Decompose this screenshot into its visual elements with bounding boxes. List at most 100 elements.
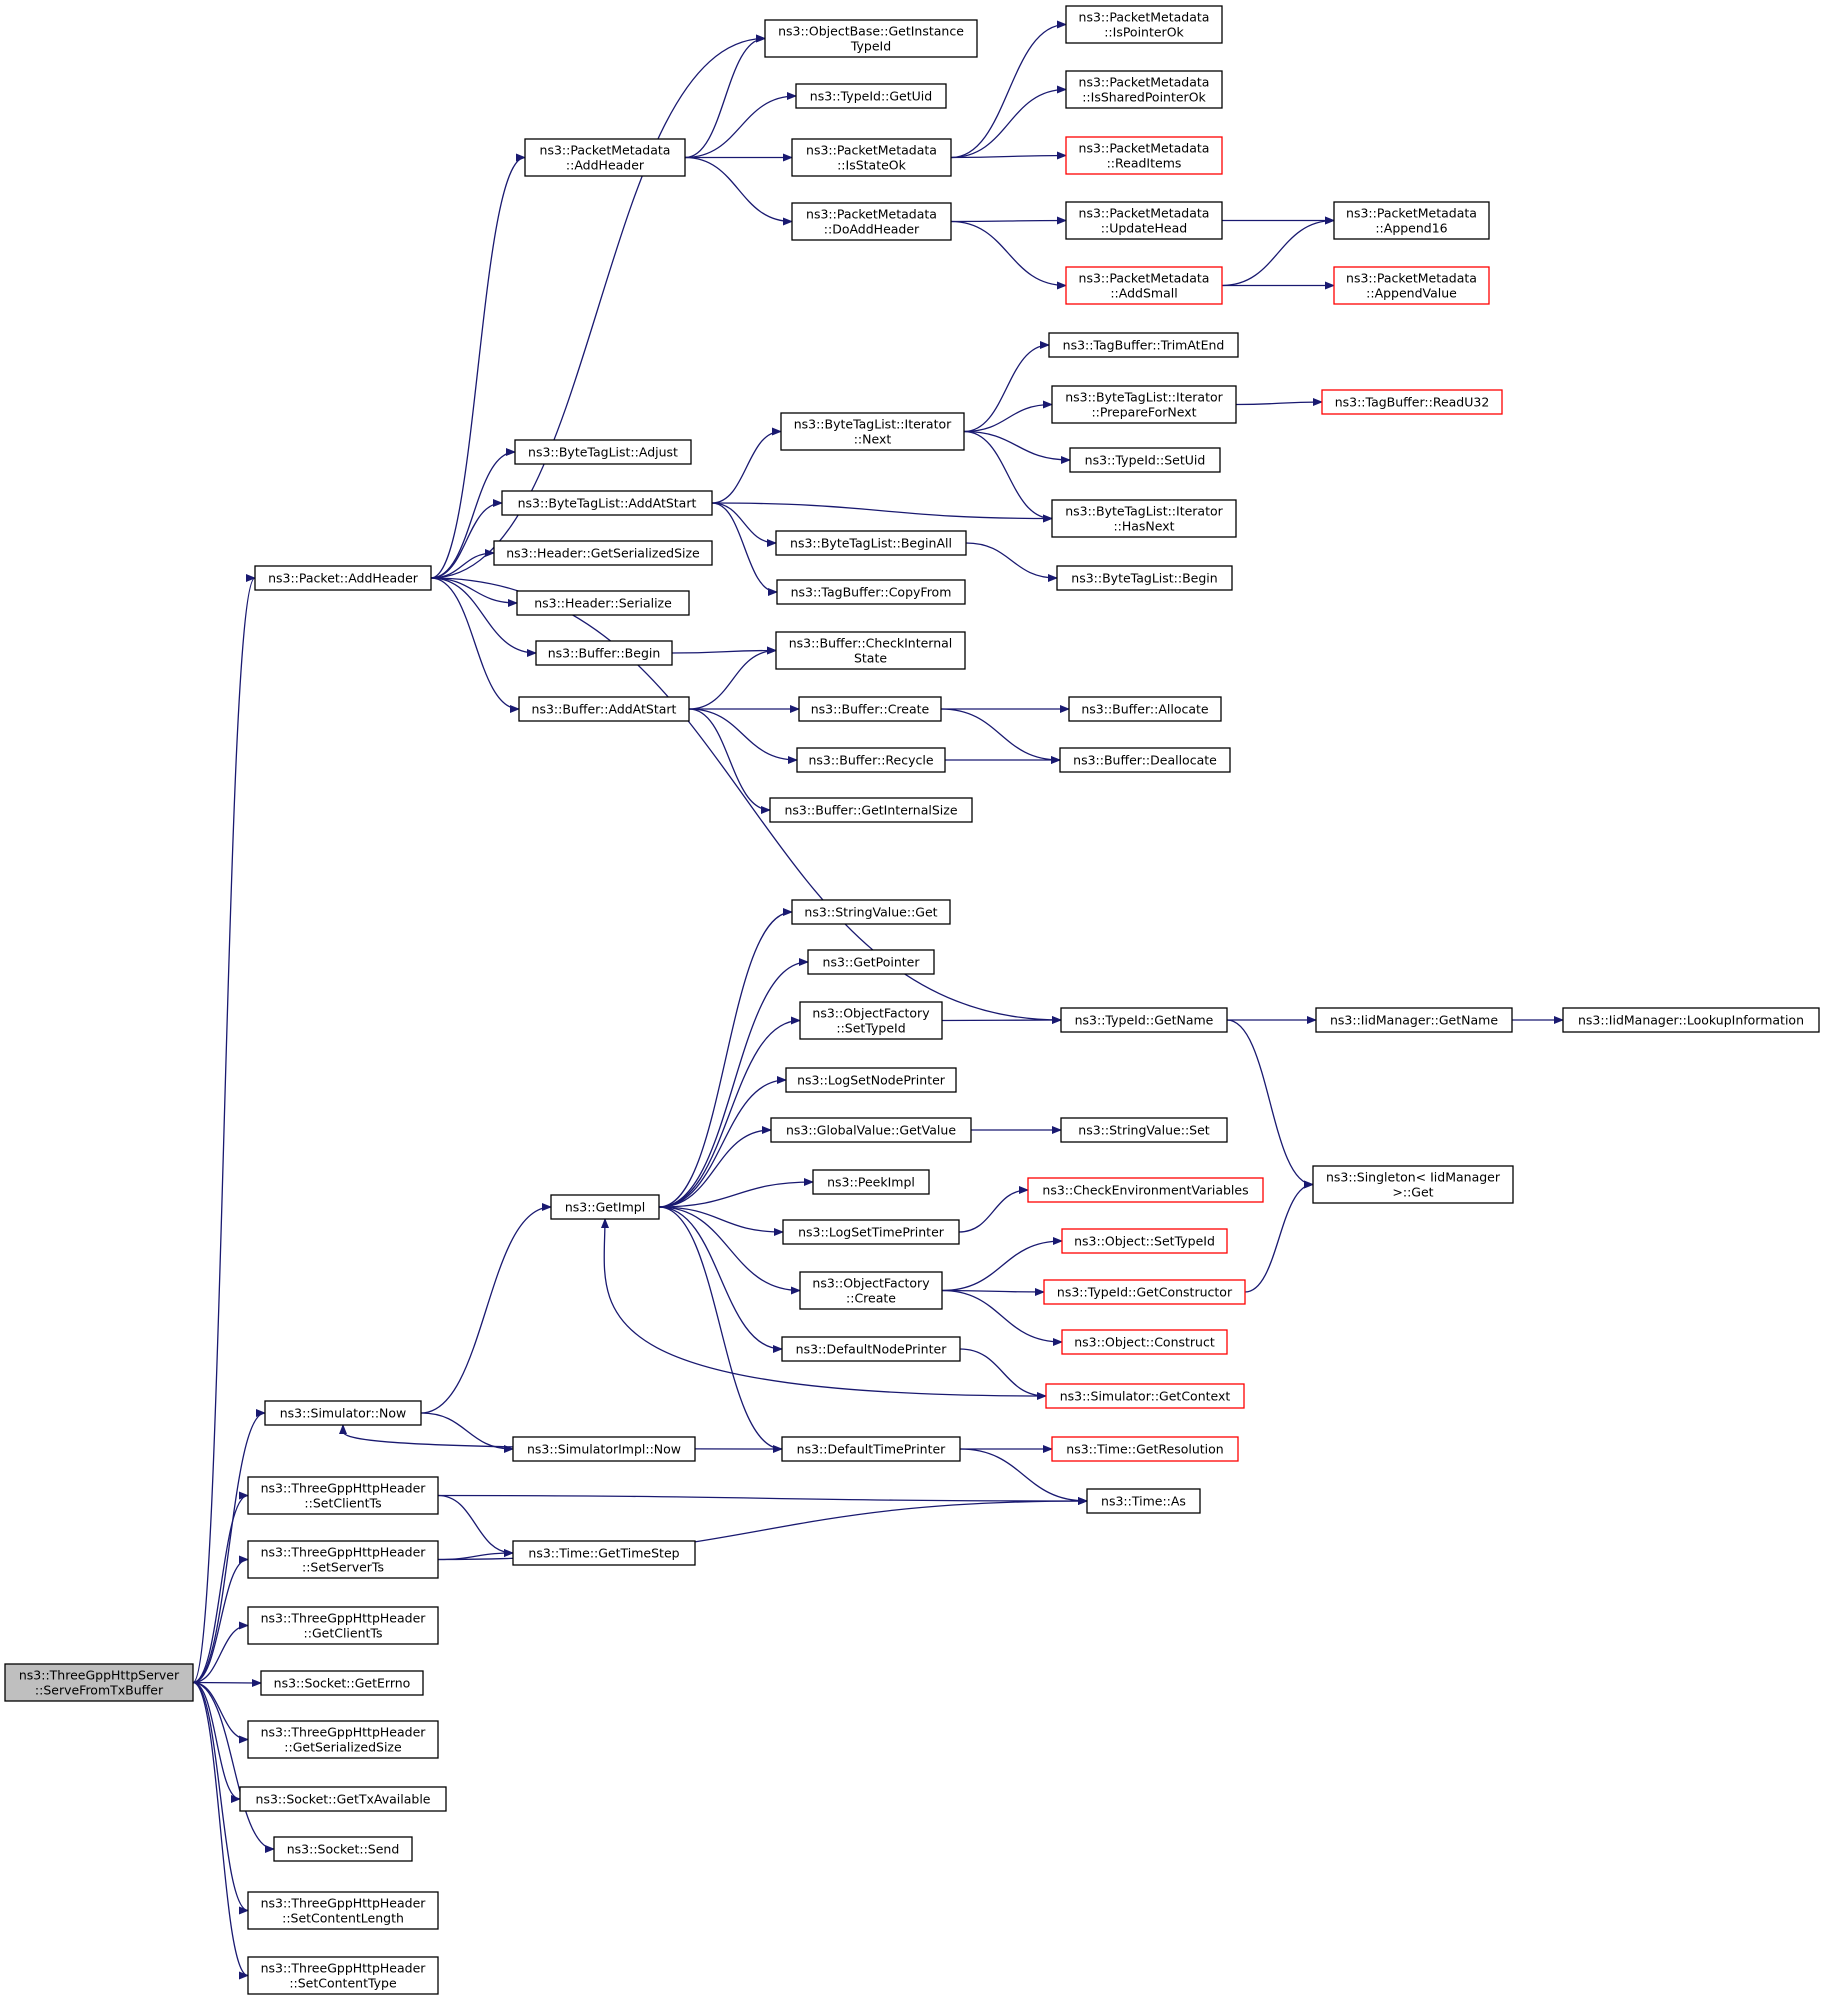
node-h-setcontenttype[interactable]: ns3::ThreeGppHttpHeader::SetContentType (247, 1956, 439, 1995)
node-tb-readu32[interactable]: ns3::TagBuffer::ReadU32 (1321, 389, 1503, 415)
node-logsetnodeprinter[interactable]: ns3::LogSetNodePrinter (785, 1067, 957, 1093)
node-h-setserverts[interactable]: ns3::ThreeGppHttpHeader::SetServerTs (247, 1540, 439, 1579)
node-of-create[interactable]: ns3::ObjectFactory::Create (799, 1271, 943, 1310)
edge-getimpl-to-sv_get (658, 908, 793, 1208)
node-iid-getname[interactable]: ns3::IidManager::GetName (1315, 1007, 1513, 1033)
node-box (514, 439, 692, 465)
node-tb-trimatend[interactable]: ns3::TagBuffer::TrimAtEnd (1048, 332, 1239, 358)
node-deftimeprinter[interactable]: ns3::DefaultTimePrinter (781, 1436, 961, 1462)
node-typeid-getname[interactable]: ns3::TypeId::GetName (1060, 1007, 1228, 1033)
node-btl-it-hasnext[interactable]: ns3::ByteTagList::Iterator::HasNext (1051, 499, 1237, 538)
node-label-line: ns3::Packet::AddHeader (268, 571, 419, 586)
node-btl-begin[interactable]: ns3::ByteTagList::Begin (1056, 565, 1233, 591)
node-box (1065, 5, 1223, 44)
node-typeid-getctor[interactable]: ns3::TypeId::GetConstructor (1043, 1279, 1246, 1305)
edge-getimpl-to-of_create (658, 1206, 801, 1295)
node-label-line: ns3::LogSetTimePrinter (798, 1225, 945, 1240)
node-time-as[interactable]: ns3::Time::As (1086, 1488, 1201, 1514)
node-sv-get[interactable]: ns3::StringValue::Get (791, 899, 951, 925)
edge-btl_addatstart-to-btl_beginall (711, 502, 777, 547)
node-iid-lookup[interactable]: ns3::IidManager::LookupInformation (1562, 1007, 1820, 1033)
node-getimpl[interactable]: ns3::GetImpl (550, 1194, 660, 1220)
node-sock-send[interactable]: ns3::Socket::Send (273, 1836, 413, 1862)
edge-buf_addatstart-to-buf_checkinternal (688, 646, 777, 710)
node-obj-construct[interactable]: ns3::Object::Construct (1061, 1329, 1228, 1355)
edge-sim_getcontext-to-getimpl (600, 1218, 1047, 1397)
node-pm-updatehead[interactable]: ns3::PacketMetadata::UpdateHead (1065, 201, 1223, 240)
node-label-line: ::IsSharedPointerOk (1082, 90, 1206, 105)
node-buf-allocate[interactable]: ns3::Buffer::Allocate (1068, 696, 1222, 722)
edge-deftimeprinter-to-time_as (959, 1448, 1088, 1505)
node-obj-settypeid[interactable]: ns3::Object::SetTypeId (1061, 1228, 1228, 1254)
node-sim-now[interactable]: ns3::Simulator::Now (264, 1400, 422, 1426)
node-label-line: ns3::Buffer::Allocate (1081, 702, 1209, 717)
node-buf-getinternalsize[interactable]: ns3::Buffer::GetInternalSize (769, 797, 973, 823)
node-pm-ispointerok[interactable]: ns3::PacketMetadata::IsPointerOk (1065, 5, 1223, 44)
node-buf-recycle[interactable]: ns3::Buffer::Recycle (796, 747, 946, 773)
node-sock-gettxavail[interactable]: ns3::Socket::GetTxAvailable (239, 1786, 447, 1812)
node-hdr-getsersize[interactable]: ns3::Header::GetSerializedSize (493, 540, 713, 566)
node-box (1060, 1117, 1228, 1143)
node-root[interactable]: ns3::ThreeGppHttpServer::ServeFromTxBuff… (4, 1663, 194, 1702)
node-buf-begin[interactable]: ns3::Buffer::Begin (535, 640, 673, 666)
node-simimpl-now[interactable]: ns3::SimulatorImpl::Now (512, 1436, 696, 1462)
node-hdr-serialize[interactable]: ns3::Header::Serialize (516, 590, 690, 616)
node-checkenv[interactable]: ns3::CheckEnvironmentVariables (1027, 1177, 1264, 1203)
node-h-setcontentlen[interactable]: ns3::ThreeGppHttpHeader::SetContentLengt… (247, 1891, 439, 1930)
node-btl-beginall[interactable]: ns3::ByteTagList::BeginAll (775, 530, 967, 556)
node-sim-getcontext[interactable]: ns3::Simulator::GetContext (1045, 1383, 1245, 1409)
node-logsettimeprinter[interactable]: ns3::LogSetTimePrinter (782, 1219, 960, 1245)
node-h-setclientts[interactable]: ns3::ThreeGppHttpHeader::SetClientTs (247, 1476, 439, 1515)
node-box (247, 1720, 439, 1759)
edge-pkt_addheader-to-buf_begin (430, 577, 537, 657)
node-label-line: ::IsPointerOk (1104, 25, 1184, 40)
node-pm-addheader[interactable]: ns3::PacketMetadata::AddHeader (524, 138, 686, 177)
node-label-line: ::SetClientTs (304, 1496, 381, 1511)
edge-btl_it_next-to-btl_it_hasnext (963, 430, 1053, 523)
node-label-line: ns3::GetPointer (823, 955, 921, 970)
node-pm-doaddheader[interactable]: ns3::PacketMetadata::DoAddHeader (791, 202, 952, 241)
node-box (512, 1436, 696, 1462)
node-pm-issharedptrok[interactable]: ns3::PacketMetadata::IsSharedPointerOk (1065, 70, 1223, 109)
node-pkt-addheader[interactable]: ns3::Packet::AddHeader (254, 565, 432, 591)
node-h-getsersize[interactable]: ns3::ThreeGppHttpHeader::GetSerializedSi… (247, 1720, 439, 1759)
node-buf-create[interactable]: ns3::Buffer::Create (798, 696, 942, 722)
node-pm-readitems[interactable]: ns3::PacketMetadata::ReadItems (1065, 136, 1223, 175)
node-label-line: ns3::Buffer::Create (811, 702, 930, 717)
node-gv-getvalue[interactable]: ns3::GlobalValue::GetValue (770, 1117, 972, 1143)
node-box (1333, 266, 1490, 305)
edge-root-to-sim_now (192, 1409, 266, 1684)
node-label-line: ns3::Simulator::GetContext (1060, 1389, 1231, 1404)
node-btl-it-next[interactable]: ns3::ByteTagList::Iterator::Next (780, 412, 965, 451)
node-pm-isstateok[interactable]: ns3::PacketMetadata::IsStateOk (791, 138, 952, 177)
node-btl-addatstart[interactable]: ns3::ByteTagList::AddAtStart (501, 490, 713, 516)
node-btl-adjust[interactable]: ns3::ByteTagList::Adjust (514, 439, 692, 465)
edge-buf_addatstart-to-buf_getinternalsize (688, 708, 771, 814)
node-singleton-get[interactable]: ns3::Singleton< IidManager >::Get (1312, 1165, 1514, 1204)
node-peekimpl[interactable]: ns3::PeekImpl (812, 1169, 930, 1195)
node-label-line: ns3::PacketMetadata (1079, 206, 1210, 221)
node-pm-append16[interactable]: ns3::PacketMetadata::Append16 (1333, 201, 1490, 240)
node-sock-geterrno[interactable]: ns3::Socket::GetErrno (260, 1670, 424, 1696)
node-time-getres[interactable]: ns3::Time::GetResolution (1051, 1436, 1239, 1462)
node-defnodeprinter[interactable]: ns3::DefaultNodePrinter (781, 1336, 961, 1362)
node-pm-addsmall[interactable]: ns3::PacketMetadata::AddSmall (1065, 266, 1223, 305)
node-time-gettimestep[interactable]: ns3::Time::GetTimeStep (512, 1540, 696, 1566)
node-label-line: ns3::Object::Construct (1074, 1335, 1215, 1350)
node-of-settypeid[interactable]: ns3::ObjectFactory::SetTypeId (799, 1001, 943, 1040)
node-box (516, 590, 690, 616)
node-h-getclientts[interactable]: ns3::ThreeGppHttpHeader::GetClientTs (247, 1606, 439, 1645)
node-tb-copyfrom[interactable]: ns3::TagBuffer::CopyFrom (776, 579, 966, 605)
node-typeid-getuid[interactable]: ns3::TypeId::GetUid (795, 83, 947, 109)
node-box (518, 696, 690, 722)
node-sv-set[interactable]: ns3::StringValue::Set (1060, 1117, 1228, 1143)
node-buf-addatstart[interactable]: ns3::Buffer::AddAtStart (518, 696, 690, 722)
node-typeid-setuid[interactable]: ns3::TypeId::SetUid (1069, 447, 1221, 473)
node-buf-deallocate[interactable]: ns3::Buffer::Deallocate (1059, 747, 1231, 773)
node-getpointer[interactable]: ns3::GetPointer (807, 949, 935, 975)
node-pm-appendvalue[interactable]: ns3::PacketMetadata::AppendValue (1333, 266, 1490, 305)
node-btl-it-prepare[interactable]: ns3::ByteTagList::Iterator::PrepareForNe… (1051, 385, 1237, 424)
